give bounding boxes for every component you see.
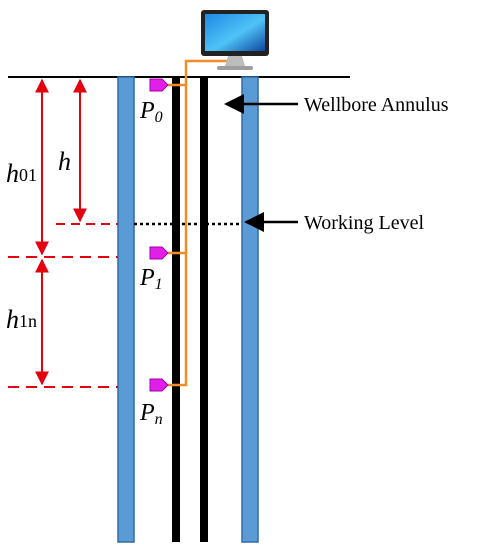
h-label: h: [58, 147, 71, 176]
sensor-p0: [149, 78, 169, 92]
desktop-monitor-icon: [201, 10, 269, 70]
sensor-label-p1: P1: [139, 265, 163, 293]
tubing-left-wall: [172, 77, 180, 542]
h1n-label: h1n: [6, 305, 37, 334]
sensor-pn: [149, 378, 169, 392]
wellbore-annulus-label: Wellbore Annulus: [304, 94, 449, 116]
sensor-label-p0: P0: [139, 98, 163, 126]
working-level-label: Working Level: [304, 212, 424, 234]
casing-left-wall: [117, 76, 135, 543]
sensor-p1: [149, 246, 169, 260]
tubing-right-wall: [200, 77, 208, 542]
casing-right-wall: [241, 76, 259, 543]
h01-label: h01: [6, 159, 37, 188]
sensor-label-pn: Pn: [139, 400, 163, 428]
